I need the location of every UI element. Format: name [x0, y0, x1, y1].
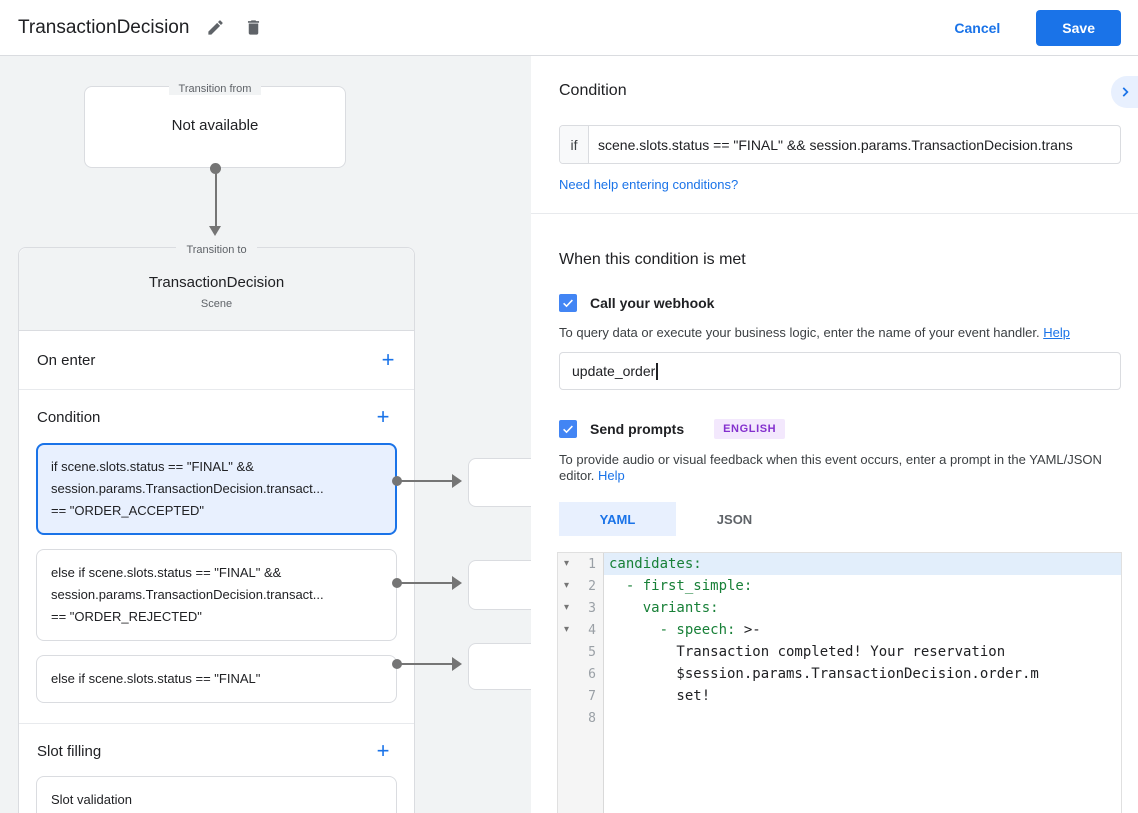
condition-expression-row: if scene.slots.status == "FINAL" && sess…	[559, 125, 1121, 164]
connector-line	[214, 168, 217, 226]
code-line[interactable]: Transaction completed! Your reservation	[609, 644, 1006, 660]
line-number: 5	[588, 644, 596, 660]
line-number: 7	[588, 688, 596, 704]
condition-editor-panel: Condition if scene.slots.status == "FINA…	[531, 56, 1138, 813]
call-webhook-row: Call your webhook	[559, 294, 1121, 312]
save-button[interactable]: Save	[1036, 9, 1121, 46]
connector-arrowhead-icon	[209, 226, 221, 236]
code-line[interactable]: candidates:	[604, 553, 1121, 575]
condition-card[interactable]: else if scene.slots.status == "FINAL" &&…	[36, 549, 397, 641]
condition-section: Condition + if scene.slots.status == "FI…	[19, 390, 414, 724]
if-prefix-label: if	[560, 126, 589, 163]
code-line[interactable]: variants:	[642, 600, 719, 616]
condition-section-label: Condition	[37, 408, 101, 426]
condition-cards: if scene.slots.status == "FINAL" &&sessi…	[36, 443, 397, 703]
webhook-description: To query data or execute your business l…	[559, 325, 1070, 340]
fold-arrow-icon[interactable]: ▾	[563, 602, 570, 613]
line-number: 1	[588, 556, 596, 572]
scene-diagram-canvas: Transition from Not available Transition…	[0, 56, 531, 813]
code-line[interactable]: - speech: >-	[659, 622, 761, 638]
scene-type: Scene	[200, 298, 233, 310]
add-slot-button[interactable]: +	[376, 738, 390, 763]
trash-icon	[247, 20, 259, 35]
condition-card[interactable]: else if scene.slots.status == "FINAL"	[36, 655, 397, 703]
editor-format-tabs: YAML JSON	[559, 502, 1121, 536]
condition-3-target-box[interactable]	[468, 643, 531, 690]
when-condition-title: When this condition is met	[559, 251, 746, 268]
condition-help-link[interactable]: Need help entering conditions?	[559, 177, 739, 192]
fold-arrow-icon[interactable]: ▾	[563, 624, 570, 635]
line-number: 3	[588, 600, 596, 616]
transition-from-legend: Transition from	[85, 79, 345, 97]
prompts-description: To provide audio or visual feedback when…	[559, 452, 1102, 483]
prompts-help-link[interactable]: Help	[598, 468, 625, 483]
connector-line	[400, 663, 454, 665]
cancel-button[interactable]: Cancel	[954, 19, 1001, 36]
slot-filling-section: Slot filling + Slot validation	[19, 724, 414, 813]
panel-divider	[531, 213, 1138, 214]
tab-json[interactable]: JSON	[716, 511, 753, 527]
call-webhook-label: Call your webhook	[590, 295, 715, 311]
chevron-right-icon	[1122, 87, 1129, 97]
top-header: TransactionDecision Cancel Save	[0, 0, 1138, 56]
connector-arrowhead-icon	[452, 474, 462, 488]
call-webhook-checkbox[interactable]	[559, 294, 577, 312]
pencil-icon	[208, 20, 223, 35]
connector-line	[400, 582, 454, 584]
transition-from-content: Not available	[171, 117, 259, 134]
tab-yaml[interactable]: YAML	[559, 502, 676, 536]
line-number: 8	[588, 710, 596, 726]
scene-name: TransactionDecision	[148, 274, 285, 291]
line-number: 6	[588, 666, 596, 682]
editor-code[interactable]: candidates: - first_simple: variants: - …	[604, 553, 1121, 813]
on-enter-label: On enter	[37, 351, 96, 369]
transition-from-box: Transition from Not available	[84, 83, 346, 168]
checkmark-icon	[563, 299, 573, 308]
edit-title-button[interactable]	[203, 16, 227, 40]
connector-dot	[392, 659, 402, 669]
transition-to-legend: Transition to	[19, 240, 414, 258]
condition-card[interactable]: if scene.slots.status == "FINAL" &&sessi…	[36, 443, 397, 535]
slot-validation-card[interactable]: Slot validation	[36, 776, 397, 813]
webhook-help-link[interactable]: Help	[1043, 325, 1070, 340]
connector-arrowhead-icon	[452, 657, 462, 671]
editor-gutter: ▾ 1 ▾ 2 ▾ 3 ▾ 4 5 6 7 8	[558, 553, 604, 813]
scene-header[interactable]: TransactionDecision Scene	[19, 248, 414, 331]
condition-expression-input[interactable]: scene.slots.status == "FINAL" && session…	[598, 136, 1073, 153]
connector-dot	[392, 476, 402, 486]
slot-filling-label: Slot filling	[37, 742, 102, 760]
checkmark-icon	[563, 425, 573, 434]
condition-1-target-box[interactable]	[468, 458, 531, 507]
text-cursor	[656, 362, 658, 380]
on-enter-row: On enter +	[19, 331, 414, 390]
fold-arrow-icon[interactable]: ▾	[563, 558, 570, 569]
yaml-code-editor: ▾ 1 ▾ 2 ▾ 3 ▾ 4 5 6 7 8 candidates: - first_simple:…	[557, 552, 1122, 813]
send-prompts-checkbox[interactable]	[559, 420, 577, 438]
connector-line	[400, 480, 454, 482]
code-line[interactable]: set!	[609, 688, 711, 704]
delete-scene-button[interactable]	[241, 16, 265, 40]
fold-arrow-icon[interactable]: ▾	[563, 580, 570, 591]
add-condition-button[interactable]: +	[376, 404, 390, 429]
page-title: TransactionDecision	[18, 16, 190, 38]
connector-dot	[392, 578, 402, 588]
line-number: 2	[588, 578, 596, 594]
connector-arrowhead-icon	[452, 576, 462, 590]
panel-condition-title: Condition	[559, 82, 627, 99]
code-line[interactable]: $session.params.TransactionDecision.orde…	[609, 666, 1039, 682]
code-line[interactable]	[604, 707, 1121, 729]
condition-2-target-box[interactable]	[468, 560, 531, 610]
language-badge: ENGLISH	[714, 419, 786, 439]
add-on-enter-button[interactable]: +	[381, 347, 395, 372]
line-number: 4	[588, 622, 596, 638]
send-prompts-row: Send prompts ENGLISH	[559, 419, 1121, 439]
webhook-name-input[interactable]: update_order	[559, 352, 1121, 390]
transition-to-scene-card: Transition to TransactionDecision Scene …	[18, 244, 415, 813]
send-prompts-label: Send prompts	[590, 421, 685, 437]
code-line[interactable]: - first_simple:	[625, 578, 753, 594]
collapse-panel-button[interactable]	[1111, 76, 1138, 108]
